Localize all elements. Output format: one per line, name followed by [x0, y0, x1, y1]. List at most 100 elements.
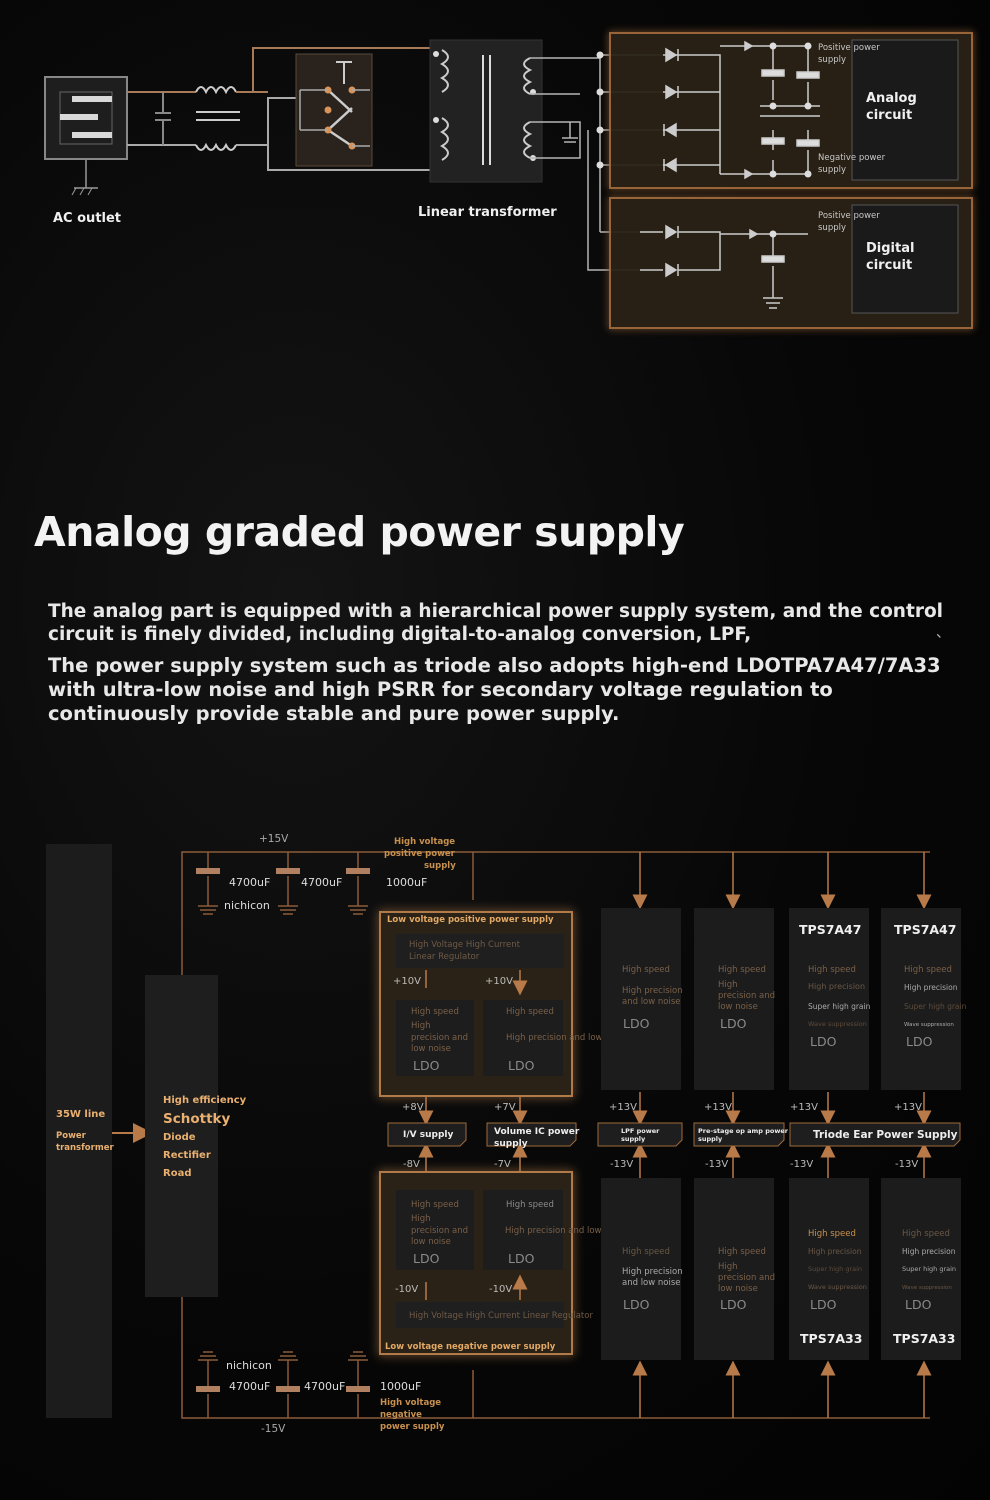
- t1-bot-ldo: LDO: [810, 1297, 837, 1312]
- low-neg-ldo1-l3: precision and: [411, 1226, 468, 1236]
- volume-supply-l2: supply: [494, 1139, 528, 1149]
- t2-top-l2: High precision: [904, 983, 958, 992]
- low-pos-ldo1-l3: precision and: [411, 1033, 468, 1043]
- v-lpf-pos: +13V: [609, 1102, 637, 1113]
- hv-pos-l3: supply: [424, 861, 456, 871]
- section-paragraph-2: The power supply system such as triode a…: [48, 654, 941, 725]
- hv-neg-l3: power supply: [380, 1422, 445, 1432]
- pre-bot-l3: precision and: [718, 1273, 775, 1283]
- t2-top-ldo: LDO: [906, 1034, 933, 1049]
- v-vol-neg: -7V: [494, 1159, 511, 1170]
- t2-bot-l4: Wave suppression: [902, 1285, 952, 1291]
- voltage-selector-switch: [295, 53, 373, 167]
- low-neg-ldo2-l2: High precision and low noise: [505, 1226, 627, 1236]
- lpf-supply-l2: supply: [621, 1135, 646, 1143]
- analog-nodes: [596, 42, 812, 178]
- rectifier-l3: Diode: [163, 1132, 196, 1143]
- v-iv-neg: -8V: [403, 1159, 420, 1170]
- analog-diodes: [663, 40, 820, 180]
- t2-bot-l1: High speed: [902, 1229, 950, 1239]
- bottom-capacitors: [196, 1351, 370, 1418]
- v-t2-pos: +13V: [894, 1102, 922, 1113]
- rectifier-l2: Schottky: [163, 1111, 230, 1127]
- rectifier-l5: Road: [163, 1168, 191, 1179]
- nichicon-bottom: nichicon: [226, 1359, 272, 1372]
- t1-top-l2: High precision: [808, 982, 865, 991]
- hv-neg-l1: High voltage: [380, 1398, 441, 1408]
- digital-power-box: [609, 197, 973, 329]
- supply-arrows: [418, 852, 932, 1418]
- low-pos-ldo2-ldo: LDO: [508, 1058, 535, 1073]
- section-title: Analog graded power supply: [34, 508, 685, 556]
- pre-bot-l2: High: [718, 1262, 738, 1272]
- analog-negative-label-1: Negative power: [818, 153, 886, 163]
- pre-bot-ldo: LDO: [720, 1297, 747, 1312]
- transformer-label: Linear transformer: [418, 205, 557, 220]
- t2-top-chip: TPS7A47: [894, 922, 956, 937]
- v-pre-pos: +13V: [704, 1102, 732, 1113]
- digital-circuit-label-1: Digital: [866, 241, 914, 256]
- lpf-supply-l1: LPF power: [621, 1127, 660, 1135]
- low-voltage-negative-box: [379, 1171, 573, 1355]
- pre-supply-l1: Pre-stage op amp power: [698, 1127, 789, 1135]
- lpf-bot-l1: High speed: [622, 1247, 670, 1257]
- pre-bot-l4: low noise: [718, 1284, 758, 1294]
- t2-bot-l3: Super high grain: [902, 1265, 956, 1273]
- t1-top-l4: Wave suppression: [808, 1020, 867, 1028]
- low-neg-v1: -10V: [395, 1284, 418, 1295]
- pre-top-l2: High: [718, 980, 738, 990]
- low-neg-v2: -10V: [489, 1284, 512, 1295]
- t1-bot-chip: TPS7A33: [800, 1331, 862, 1346]
- pre-top-l1: High speed: [718, 965, 766, 975]
- v-pre-neg: -13V: [705, 1159, 728, 1170]
- low-neg-ldo1-l4: low noise: [411, 1237, 451, 1247]
- v-t1-neg: -13V: [790, 1159, 813, 1170]
- rail-pos-label: +15V: [259, 833, 289, 845]
- t1-bot-l3: Super high grain: [808, 1265, 862, 1273]
- low-neg-reg: High Voltage High Current Linear Regulat…: [409, 1311, 593, 1321]
- digital-node: [769, 230, 777, 238]
- v-vol-pos: +7V: [494, 1102, 516, 1113]
- hv-neg-l2: negative: [380, 1410, 422, 1420]
- low-neg-ldo2-ldo: LDO: [508, 1251, 535, 1266]
- low-pos-title: Low voltage positive power supply: [387, 915, 554, 925]
- t1-bot-l4: Wave suppression: [808, 1283, 867, 1291]
- line-transformer-panel: [46, 844, 112, 1418]
- low-pos-reg-l2: Linear Regulator: [409, 952, 480, 962]
- line-sub-1: Power: [56, 1131, 87, 1141]
- low-pos-reg-l1: High Voltage High Current: [409, 940, 521, 950]
- top-circuit-diagram: AC outlet: [44, 32, 973, 329]
- iv-supply-label: I/V supply: [403, 1130, 453, 1140]
- lpf-bot-ldo: LDO: [623, 1297, 650, 1312]
- lpf-top-l3: and low noise: [622, 997, 681, 1007]
- analog-negative-label-2: supply: [818, 165, 846, 175]
- low-pos-ldo1-l2: High: [411, 1021, 431, 1031]
- power-rails: [181, 851, 930, 1419]
- digital-positive-label-2: supply: [818, 223, 846, 233]
- digital-diodes: [640, 224, 808, 309]
- lpf-bot-l2: High precision: [622, 1267, 683, 1277]
- t2-top-l1: High speed: [904, 965, 952, 975]
- low-voltage-positive-box: [379, 911, 573, 1097]
- low-neg-ldo1-l1: High speed: [411, 1200, 459, 1210]
- pre-top-ldo: LDO: [720, 1016, 747, 1031]
- nichicon-top: nichicon: [224, 899, 270, 912]
- v-lpf-neg: -13V: [610, 1159, 633, 1170]
- t2-top-l3: Super high grain: [904, 1002, 967, 1011]
- lpf-top-ldo: LDO: [623, 1016, 650, 1031]
- supply-label-boxes: [387, 1122, 961, 1147]
- top-capacitors: [196, 852, 370, 915]
- v-t1-pos: +13V: [790, 1102, 818, 1113]
- low-pos-ldo2-l1: High speed: [506, 1007, 554, 1017]
- rectifier-panel: [145, 975, 218, 1297]
- t2-top-l4: Wave suppression: [904, 1022, 954, 1028]
- rail-neg-label: -15V: [261, 1423, 286, 1435]
- low-pos-ldo1-l1: High speed: [411, 1007, 459, 1017]
- t1-top-chip: TPS7A47: [799, 922, 861, 937]
- low-pos-v2: +10V: [485, 976, 513, 987]
- digital-circuit-label-2: circuit: [866, 258, 912, 273]
- cap-top-3: 1000uF: [386, 876, 427, 889]
- rectifier-l4: Rectifier: [163, 1150, 211, 1161]
- cap-top-1: 4700uF: [229, 876, 270, 889]
- t2-bot-ldo: LDO: [905, 1297, 932, 1312]
